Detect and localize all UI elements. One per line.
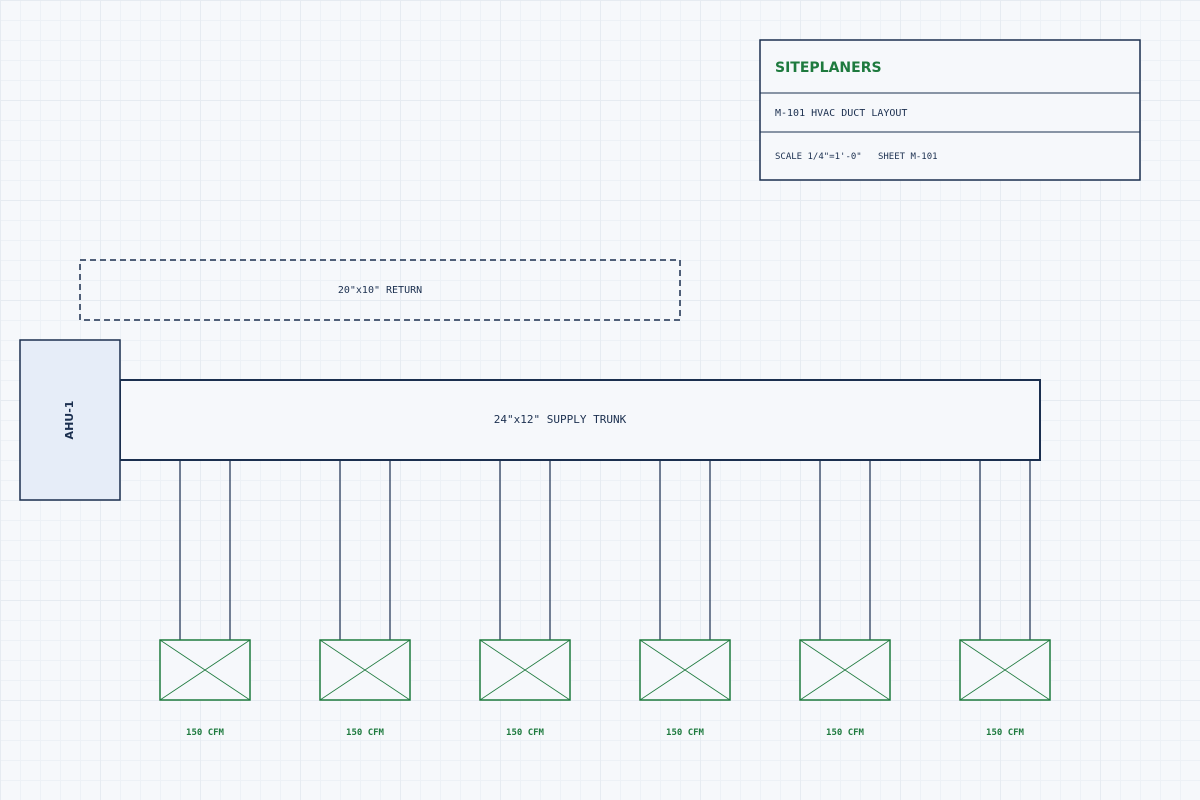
title-block-border: [759, 39, 1141, 181]
scale-sheet-info: SCALE 1/4"=1'-0" SHEET M-101: [775, 152, 938, 162]
supply-diffuser: 150 CFM: [319, 639, 411, 738]
diffuser-cross-line: [959, 639, 1051, 701]
diffuser-cross-line: [479, 639, 571, 701]
diffuser-cfm-label: 150 CFM: [346, 728, 385, 738]
branch-duct: [819, 460, 871, 640]
diffuser-cross-line: [639, 639, 731, 701]
branch-duct: [179, 460, 231, 640]
ahu-box: [19, 339, 121, 501]
diffuser-cfm-label: 150 CFM: [826, 728, 865, 738]
diffuser-cross-line: [319, 639, 411, 701]
title-block: SITEPLANERS M-101 HVAC DUCT LAYOUT SCALE…: [759, 39, 1141, 181]
supply-diffuser: 150 CFM: [799, 639, 891, 738]
branch-duct: [979, 460, 1031, 640]
branch-ducts: [179, 460, 1031, 640]
diffuser-cfm-label: 150 CFM: [186, 728, 225, 738]
ahu-label: AHU-1: [63, 401, 76, 440]
supply-diffuser: 150 CFM: [959, 639, 1051, 738]
air-handling-unit: AHU-1: [19, 339, 121, 501]
diffuser-cfm-label: 150 CFM: [666, 728, 705, 738]
return-duct-label: 20"x10" RETURN: [338, 285, 422, 296]
branch-duct: [499, 460, 551, 640]
supply-diffuser: 150 CFM: [479, 639, 571, 738]
return-duct: 20"x10" RETURN: [79, 259, 681, 321]
supply-trunk-label: 24"x12" SUPPLY TRUNK: [494, 413, 627, 426]
branch-duct: [339, 460, 391, 640]
branch-duct: [659, 460, 711, 640]
drawing-title: M-101 HVAC DUCT LAYOUT: [775, 108, 907, 119]
supply-diffuser: 150 CFM: [639, 639, 731, 738]
diffusers: 150 CFM 150 CFM 150 CFM 150 CFM 150 CFM 150 C…: [159, 639, 1051, 738]
diffuser-cross-line: [799, 639, 891, 701]
diffuser-cross-line: [159, 639, 251, 701]
supply-trunk: 24"x12" SUPPLY TRUNK: [119, 379, 1041, 461]
return-duct-outline: [79, 259, 681, 321]
diffuser-cfm-label: 150 CFM: [506, 728, 545, 738]
supply-diffuser: 150 CFM: [159, 639, 251, 738]
diffuser-cfm-label: 150 CFM: [986, 728, 1025, 738]
company-name: SITEPLANERS: [775, 60, 882, 76]
